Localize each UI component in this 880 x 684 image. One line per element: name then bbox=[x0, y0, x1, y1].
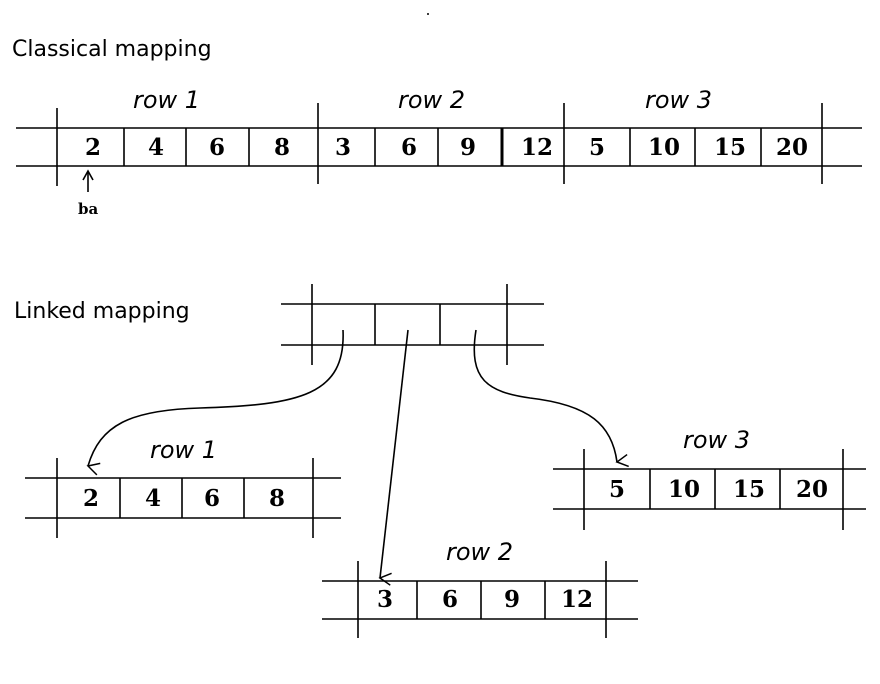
classical-row-label: row 3 bbox=[645, 86, 712, 114]
array-cell-value: 20 bbox=[796, 476, 828, 503]
linked-heading: Linked mapping bbox=[14, 299, 190, 324]
linked-row-label: row 1 bbox=[150, 436, 217, 464]
array-cell-value: 6 bbox=[209, 134, 225, 161]
linked-row-array: row 3 5 10 15 20 bbox=[553, 426, 866, 530]
array-cell-value: 10 bbox=[668, 476, 700, 503]
pointer-arrow-row-3-icon bbox=[473, 329, 629, 468]
pointer-array bbox=[281, 284, 544, 365]
array-cell-value: 5 bbox=[609, 476, 625, 503]
base-address-arrow-icon bbox=[82, 169, 94, 192]
array-cell-value: 12 bbox=[521, 134, 553, 161]
linked-row-label: row 3 bbox=[683, 426, 750, 454]
array-cell-value: 3 bbox=[335, 134, 351, 161]
array-cell-value: 15 bbox=[733, 476, 765, 503]
array-cell-value: 8 bbox=[274, 134, 290, 161]
array-cell-value: 15 bbox=[714, 134, 746, 161]
array-cell-value: 9 bbox=[460, 134, 476, 161]
pointer-arrow-row-2-icon bbox=[378, 329, 409, 586]
linked-row-label: row 2 bbox=[446, 538, 513, 566]
array-cell-value: 5 bbox=[589, 134, 605, 161]
array-cell-value: 6 bbox=[204, 485, 220, 512]
array-cell-value: 4 bbox=[145, 485, 161, 512]
array-cell-value: 6 bbox=[442, 586, 458, 613]
classical-row-label: row 1 bbox=[133, 86, 200, 114]
array-cell-value: 10 bbox=[648, 134, 680, 161]
array-cell-value: 9 bbox=[504, 586, 520, 613]
array-cell-value: 20 bbox=[776, 134, 808, 161]
linked-row-array: row 1 2 4 6 8 bbox=[25, 436, 341, 538]
speck-dot bbox=[427, 13, 429, 15]
classical-row-label: row 2 bbox=[398, 86, 465, 114]
classical-array: row 1 row 2 row 3 2 4 6 8 3 6 9 12 5 10 … bbox=[16, 86, 862, 218]
array-cell-value: 8 bbox=[269, 485, 285, 512]
linked-row-array: row 2 3 6 9 12 bbox=[322, 538, 638, 638]
classical-heading: Classical mapping bbox=[12, 37, 212, 62]
base-address-label: ba bbox=[78, 200, 98, 218]
array-cell-value: 12 bbox=[561, 586, 593, 613]
array-cell-value: 2 bbox=[85, 134, 101, 161]
array-cell-value: 2 bbox=[83, 485, 99, 512]
array-cell-value: 6 bbox=[401, 134, 417, 161]
array-cell-value: 4 bbox=[148, 134, 164, 161]
array-cell-value: 3 bbox=[377, 586, 393, 613]
pointer-arrow-row-1-icon bbox=[86, 329, 344, 476]
